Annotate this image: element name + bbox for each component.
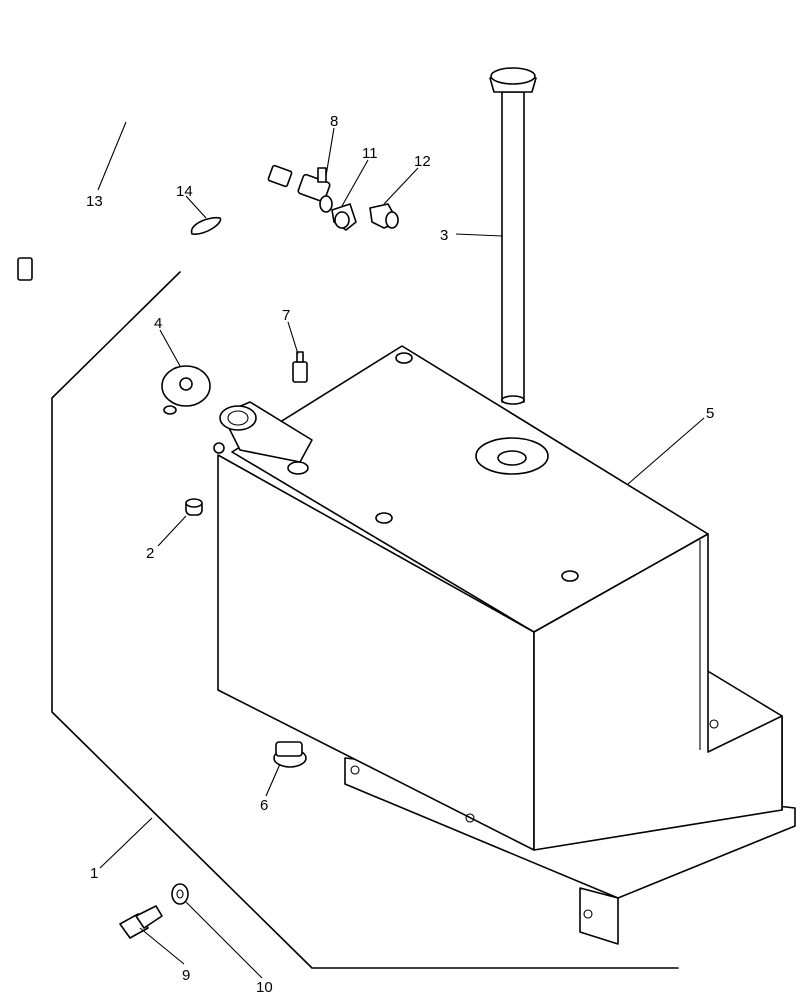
shutoff-valve (297, 167, 333, 213)
fuel-tank-body (217, 345, 796, 945)
callout-4: 4 (154, 315, 162, 332)
fuel-cap (161, 365, 211, 415)
hose-clamp (190, 216, 222, 235)
callout-9: 9 (182, 967, 190, 984)
assembly-group-outline (51, 271, 679, 969)
filler-neck (213, 401, 313, 463)
callout-7: 7 (282, 307, 290, 324)
callout-1: 1 (90, 865, 98, 882)
callout-10: 10 (256, 979, 273, 996)
callout-labels: 1 2 3 4 5 6 7 8 9 10 11 12 13 14 (86, 113, 714, 996)
callout-8: 8 (330, 113, 338, 130)
callout-5: 5 (706, 405, 714, 422)
callout-13: 13 (86, 193, 103, 210)
callout-14: 14 (176, 183, 193, 200)
callout-12: 12 (414, 153, 431, 170)
leader-lines (97, 121, 705, 979)
callout-2: 2 (146, 545, 154, 562)
washer (171, 883, 189, 905)
drain-plug (273, 741, 307, 768)
plug (185, 498, 203, 516)
vent-fitting (292, 351, 308, 383)
bolt (119, 905, 163, 939)
callout-6: 6 (260, 797, 268, 814)
callout-3: 3 (440, 227, 448, 244)
sender-tube (489, 67, 537, 405)
fuel-hose (17, 112, 293, 281)
elbow-fitting (331, 203, 357, 231)
callout-11: 11 (362, 145, 378, 162)
connector-fitting (369, 203, 399, 229)
